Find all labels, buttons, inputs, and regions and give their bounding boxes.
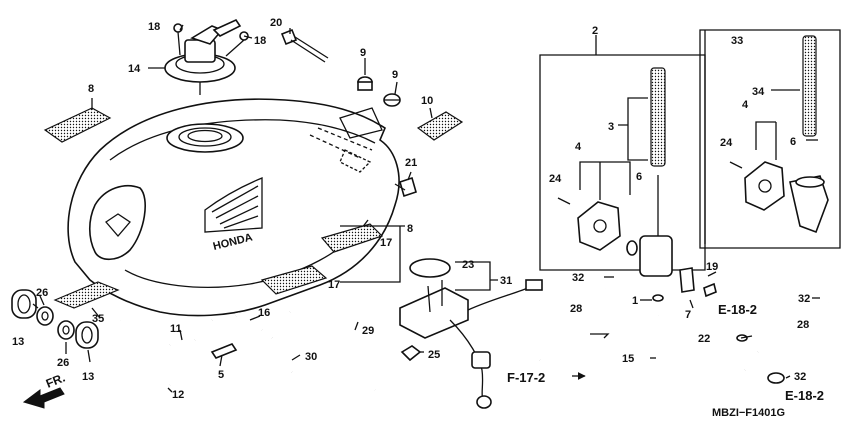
callout-21: 21 — [405, 157, 417, 169]
callout-20: 20 — [270, 17, 282, 29]
direction-label: FR. — [44, 371, 67, 391]
callout-24: 24 — [549, 173, 562, 185]
callout-23: 23 — [462, 259, 474, 271]
callout-13: 13 — [82, 371, 94, 383]
callout-15: 15 — [622, 353, 634, 365]
callout-35: 35 — [92, 313, 104, 325]
callout-34: 34 — [752, 86, 765, 98]
callout-32: 32 — [794, 371, 806, 383]
callout-32: 32 — [798, 293, 810, 305]
callout-32: 32 — [572, 272, 584, 284]
callout-30: 30 — [305, 351, 317, 363]
fuel-hoses — [535, 282, 831, 385]
fuel-tank: HONDA — [67, 98, 400, 317]
callout-labels: 2 3 4 4 5 6 6 7 8 8 9 9 10 11 12 13 13 1… — [12, 17, 810, 401]
leader-lines — [32, 24, 820, 393]
callout-8: 8 — [88, 83, 94, 95]
callout-1: 1 — [632, 295, 638, 307]
callout-18: 18 — [148, 21, 160, 33]
reference-e-18-2-bottom: E-18-2 — [785, 388, 824, 403]
callout-4: 4 — [575, 141, 582, 153]
callout-26: 26 — [57, 357, 69, 369]
valve-assembly-boxed — [699, 29, 841, 249]
bolt-20 — [280, 28, 329, 63]
grommets — [11, 289, 99, 349]
callout-11: 11 — [170, 323, 182, 335]
callout-17: 17 — [328, 279, 340, 291]
callout-6: 6 — [636, 171, 642, 183]
callout-29: 29 — [362, 325, 374, 337]
callout-28: 28 — [797, 319, 809, 331]
callout-22: 22 — [698, 333, 710, 345]
filler-cap-assembly — [164, 18, 249, 95]
callout-33: 33 — [731, 35, 743, 47]
callout-12: 12 — [172, 389, 184, 401]
fuel-valve-group — [539, 54, 706, 293]
callout-17: 17 — [380, 237, 392, 249]
callout-19: 19 — [706, 261, 718, 273]
callout-13: 13 — [12, 336, 24, 348]
reference-e-18-2-top: E-18-2 — [718, 302, 757, 317]
callout-8: 8 — [407, 223, 413, 235]
callout-9: 9 — [392, 69, 398, 81]
callout-26: 26 — [36, 287, 48, 299]
front-direction-arrow — [22, 387, 65, 409]
insulation-pads — [43, 107, 464, 309]
fuel-pump-unit — [399, 258, 543, 409]
callout-10: 10 — [421, 95, 433, 107]
callout-7: 7 — [685, 309, 691, 321]
callout-9: 9 — [360, 47, 366, 59]
callout-16: 16 — [258, 307, 270, 319]
callout-25: 25 — [428, 349, 440, 361]
cushion-9 — [357, 76, 401, 107]
footer-code: MBZI−F1401G — [712, 407, 785, 419]
callout-2: 2 — [592, 25, 598, 37]
callout-31: 31 — [500, 275, 512, 287]
reference-labels: E-18-2 F-17-2 E-18-2 — [507, 302, 824, 403]
callout-3: 3 — [608, 121, 614, 133]
callout-4: 4 — [742, 99, 749, 111]
callout-24: 24 — [720, 137, 733, 149]
callout-14: 14 — [128, 63, 141, 75]
callout-5: 5 — [218, 369, 224, 381]
callout-18: 18 — [254, 35, 266, 47]
reference-f-17-2: F-17-2 — [507, 370, 545, 385]
callout-6: 6 — [790, 136, 796, 148]
tubes — [109, 301, 378, 391]
callout-28: 28 — [570, 303, 582, 315]
